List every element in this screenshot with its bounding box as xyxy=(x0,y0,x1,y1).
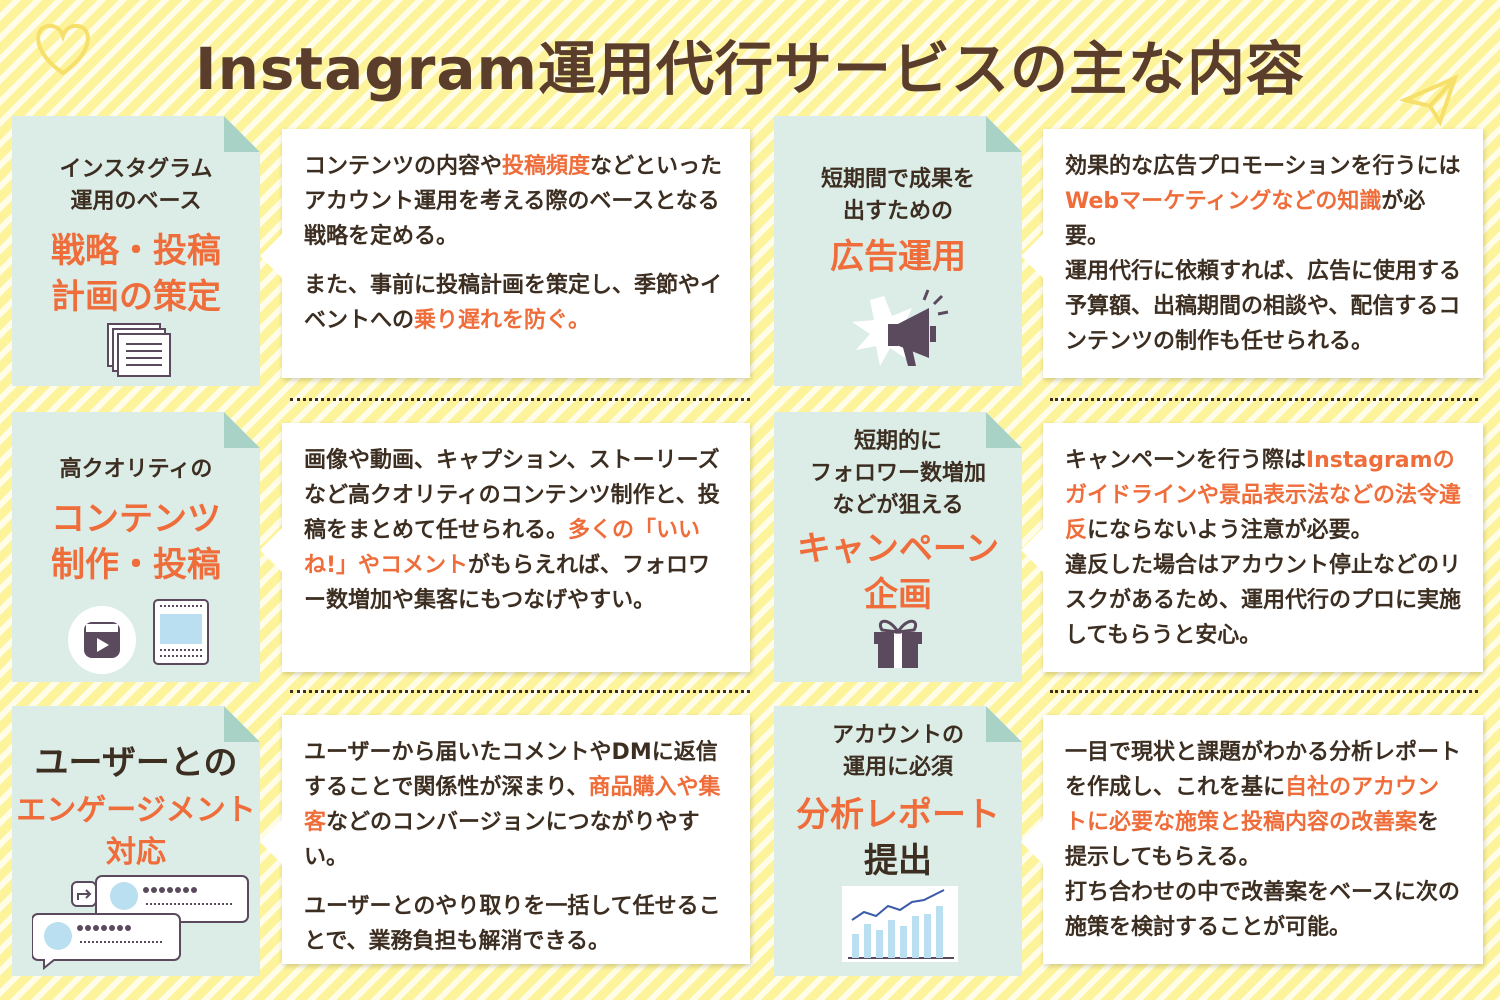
description-box-content: 画像や動画、キャプション、ストーリーズなど高クオリティのコンテンツ制作と、投稿を… xyxy=(260,423,750,672)
label-subtitle: アカウントの 運用に必須 xyxy=(831,723,964,780)
label-subtitle: 高クオリティの xyxy=(59,457,213,482)
description-text: 画像や動画、キャプション、ストーリーズなど高クオリティのコンテンツ制作と、投稿を… xyxy=(304,443,728,618)
description-paragraph: コンテンツの内容や投稿頻度などといったアカウント運用を考える際のベースとなる戦略… xyxy=(304,149,728,254)
highlight-text: 商品購入や集客 xyxy=(304,775,721,835)
label-card-ads: 短期間で成果を 出すための 広告運用 xyxy=(774,116,1022,386)
description-text: コンテンツの内容や投稿頻度などといったアカウント運用を考える際のベースとなる戦略… xyxy=(304,149,728,338)
paper-plane-icon xyxy=(1400,74,1459,127)
page-fold xyxy=(224,116,260,152)
highlight-text: 多くの「いいね!」やコメント xyxy=(304,518,701,578)
label-subtitle: インスタグラム 運用のベース xyxy=(59,157,213,214)
description-text: ユーザーから届いたコメントやDMに返信することで関係性が深まり、商品購入や集客な… xyxy=(304,735,728,959)
gift-icon xyxy=(874,619,922,668)
page-fold xyxy=(224,706,260,742)
description-text: キャンペーンを行う際はInstagramのガイドラインや景品表示法などの法令違反… xyxy=(1065,443,1461,653)
description-paragraph: ユーザーから届いたコメントやDMに返信することで関係性が深まり、商品購入や集客な… xyxy=(304,735,728,875)
page-fold xyxy=(224,412,260,448)
page-title: Instagram運用代行サービスの主な内容 xyxy=(195,35,1305,103)
description-paragraph: キャンペーンを行う際はInstagramのガイドラインや景品表示法などの法令違反… xyxy=(1065,443,1461,653)
text-segment: がもらえれば、フォロワー数増加や集客にもつなげやすい。 xyxy=(304,553,711,613)
label-heading: キャンペーン 企画 xyxy=(796,529,1000,615)
text-segment: キャンペーンを行う際は xyxy=(1065,448,1306,473)
description-text: 一目で現状と課題がわかる分析レポートを作成し、これを基に自社のアカウントに必要な… xyxy=(1065,735,1461,945)
bar-chart-icon xyxy=(842,886,958,962)
description-text: 効果的な広告プロモーションを行うには Webマーケティングなどの知識が必要。 運用… xyxy=(1065,149,1461,359)
highlight-text: 乗り遅れを防ぐ。 xyxy=(414,308,591,333)
text-segment: にならないよう注意が必要。 違反した場合はアカウント停止などのリスクがあるため、… xyxy=(1065,518,1462,648)
description-box-strategy: コンテンツの内容や投稿頻度などといったアカウント運用を考える際のベースとなる戦略… xyxy=(260,129,750,378)
description-box-engagement: ユーザーから届いたコメントやDMに返信することで関係性が深まり、商品購入や集客な… xyxy=(260,715,750,964)
page-fold xyxy=(986,116,1022,152)
label-heading: コンテンツ 制作・投稿 xyxy=(51,499,221,585)
label-card-engagement: ユーザーとの エンゲージメント 対応 xyxy=(12,706,260,976)
label-heading-dark: ユーザーとの xyxy=(34,743,238,783)
text-segment: 画像や動画、キャプション、ストーリーズなど高クオリティのコンテンツ制作と、投稿を… xyxy=(304,448,720,543)
text-segment: また、事前に投稿計画を策定し、季節やイベントへの xyxy=(304,273,723,333)
description-box-ads: 効果的な広告プロモーションを行うには Webマーケティングなどの知識が必要。 運用… xyxy=(1021,129,1483,378)
label-heading: エンゲージメント 対応 xyxy=(16,793,256,870)
reels-icon xyxy=(68,599,209,674)
label-card-content: 高クオリティの コンテンツ 制作・投稿 xyxy=(12,412,260,682)
highlight-text: Webマーケティングなどの知識 xyxy=(1065,189,1382,214)
description-paragraph: 一目で現状と課題がわかる分析レポートを作成し、これを基に自社のアカウントに必要な… xyxy=(1065,735,1461,945)
text-segment: 一目で現状と課題がわかる分析レポートを作成し、これを基に xyxy=(1065,740,1462,800)
label-card-strategy: インスタグラム 運用のベース 戦略・投稿 計画の策定 xyxy=(12,116,260,386)
label-card-report: アカウントの 運用に必須 分析レポート 提出 xyxy=(774,706,1022,976)
text-segment: が必要。 運用代行に依頼すれば、広告に使用する予算額、出稿期間の相談や、配信する… xyxy=(1065,189,1462,354)
text-segment: を提示してもらえる。 打ち合わせの中で改善案をベースに次の施策を検討することが可… xyxy=(1065,810,1460,940)
heart-icon xyxy=(36,23,90,76)
text-segment: などといったアカウント運用を考える際のベースとなる戦略を定める。 xyxy=(304,154,723,249)
description-paragraph: ユーザーとのやり取りを一括して任せることで、業務負担も解消できる。 xyxy=(304,889,728,959)
megaphone-icon xyxy=(852,289,949,366)
document-stack-icon xyxy=(107,323,171,377)
label-heading: 戦略・投稿 計画の策定 xyxy=(51,231,221,317)
description-paragraph: 効果的な広告プロモーションを行うには Webマーケティングなどの知識が必要。 運用… xyxy=(1065,149,1461,359)
divider xyxy=(1050,690,1478,693)
divider xyxy=(290,690,750,693)
label-heading: 分析レポート xyxy=(796,795,1000,835)
text-segment: などのコンバージョンにつながりやすい。 xyxy=(304,810,700,870)
description-box-campaign: キャンペーンを行う際はInstagramのガイドラインや景品表示法などの法令違反… xyxy=(1021,423,1483,672)
text-segment: 効果的な広告プロモーションを行うには xyxy=(1065,154,1461,179)
description-paragraph: また、事前に投稿計画を策定し、季節やイベントへの乗り遅れを防ぐ。 xyxy=(304,268,728,338)
highlight-text: 投稿頻度 xyxy=(502,154,591,179)
description-box-report: 一目で現状と課題がわかる分析レポートを作成し、これを基に自社のアカウントに必要な… xyxy=(1021,715,1483,964)
chat-bubbles-icon xyxy=(32,875,249,971)
text-segment: コンテンツの内容や xyxy=(304,154,503,179)
divider xyxy=(1050,398,1478,401)
label-card-campaign: 短期的に フォロワー数増加 などが狙える キャンペーン 企画 xyxy=(774,412,1022,682)
highlight-text: 自社のアカウントに必要な施策と投稿内容の改善案 xyxy=(1065,775,1440,835)
highlight-text: Instagramのガイドラインや景品表示法などの法令違反 xyxy=(1065,448,1462,543)
label-heading-dark: 提出 xyxy=(864,841,932,881)
label-subtitle: 短期間で成果を 出すための xyxy=(820,167,975,224)
text-segment: ユーザーから届いたコメントやDMに返信することで関係性が深まり、 xyxy=(304,740,718,800)
label-subtitle: 短期的に フォロワー数増加 などが狙える xyxy=(809,429,986,518)
divider xyxy=(290,398,750,401)
text-segment: ユーザーとのやり取りを一括して任せることで、業務負担も解消できる。 xyxy=(304,894,721,954)
description-paragraph: 画像や動画、キャプション、ストーリーズなど高クオリティのコンテンツ制作と、投稿を… xyxy=(304,443,728,618)
label-heading: 広告運用 xyxy=(830,237,966,277)
